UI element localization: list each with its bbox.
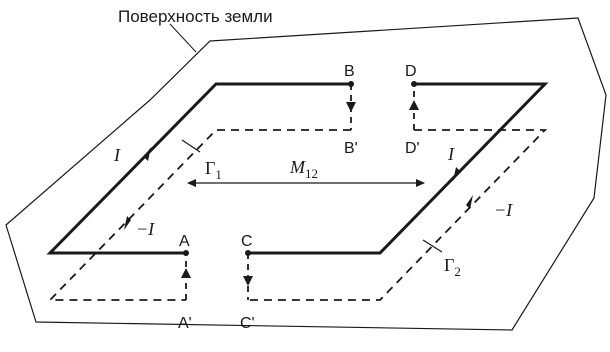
gamma1-tick: [181, 139, 201, 153]
current-label-upper-right: I: [447, 144, 455, 164]
ground-surface-outline: [5, 17, 607, 331]
arrow-lower-left-current: [124, 216, 131, 230]
label-a-prime: A': [178, 315, 192, 332]
gamma1-label: Γ1: [205, 158, 222, 182]
mutual-label: M12: [289, 157, 318, 181]
arrow-lower-right-current: [466, 195, 473, 209]
label-d: D: [405, 63, 417, 80]
arrow-upper-left-current: [144, 147, 151, 161]
label-b-prime: B': [344, 140, 358, 157]
label-d-prime: D': [405, 140, 420, 157]
label-c: C: [241, 233, 253, 250]
current-label-lower-right: −I: [494, 200, 513, 220]
current-label-lower-left: −I: [136, 219, 155, 239]
connector-d: [409, 81, 419, 130]
surface-label: Поверхность земли: [118, 7, 273, 26]
arrow-upper-right-current: [453, 167, 460, 181]
label-b: B: [344, 63, 355, 80]
current-label-upper-left: I: [113, 145, 121, 165]
connector-b: [346, 81, 356, 130]
label-c-prime: C': [240, 315, 255, 332]
solid-loop-right: [248, 82, 549, 255]
connector-a: [181, 250, 191, 300]
solid-loop-left: [46, 82, 351, 255]
surface-leader-line: [169, 23, 197, 53]
gamma2-label: Γ2: [444, 255, 461, 279]
dashed-loop-left: [47, 129, 351, 301]
connector-c: [243, 250, 253, 300]
label-a: A: [179, 233, 190, 250]
gamma2-tick: [422, 239, 443, 253]
